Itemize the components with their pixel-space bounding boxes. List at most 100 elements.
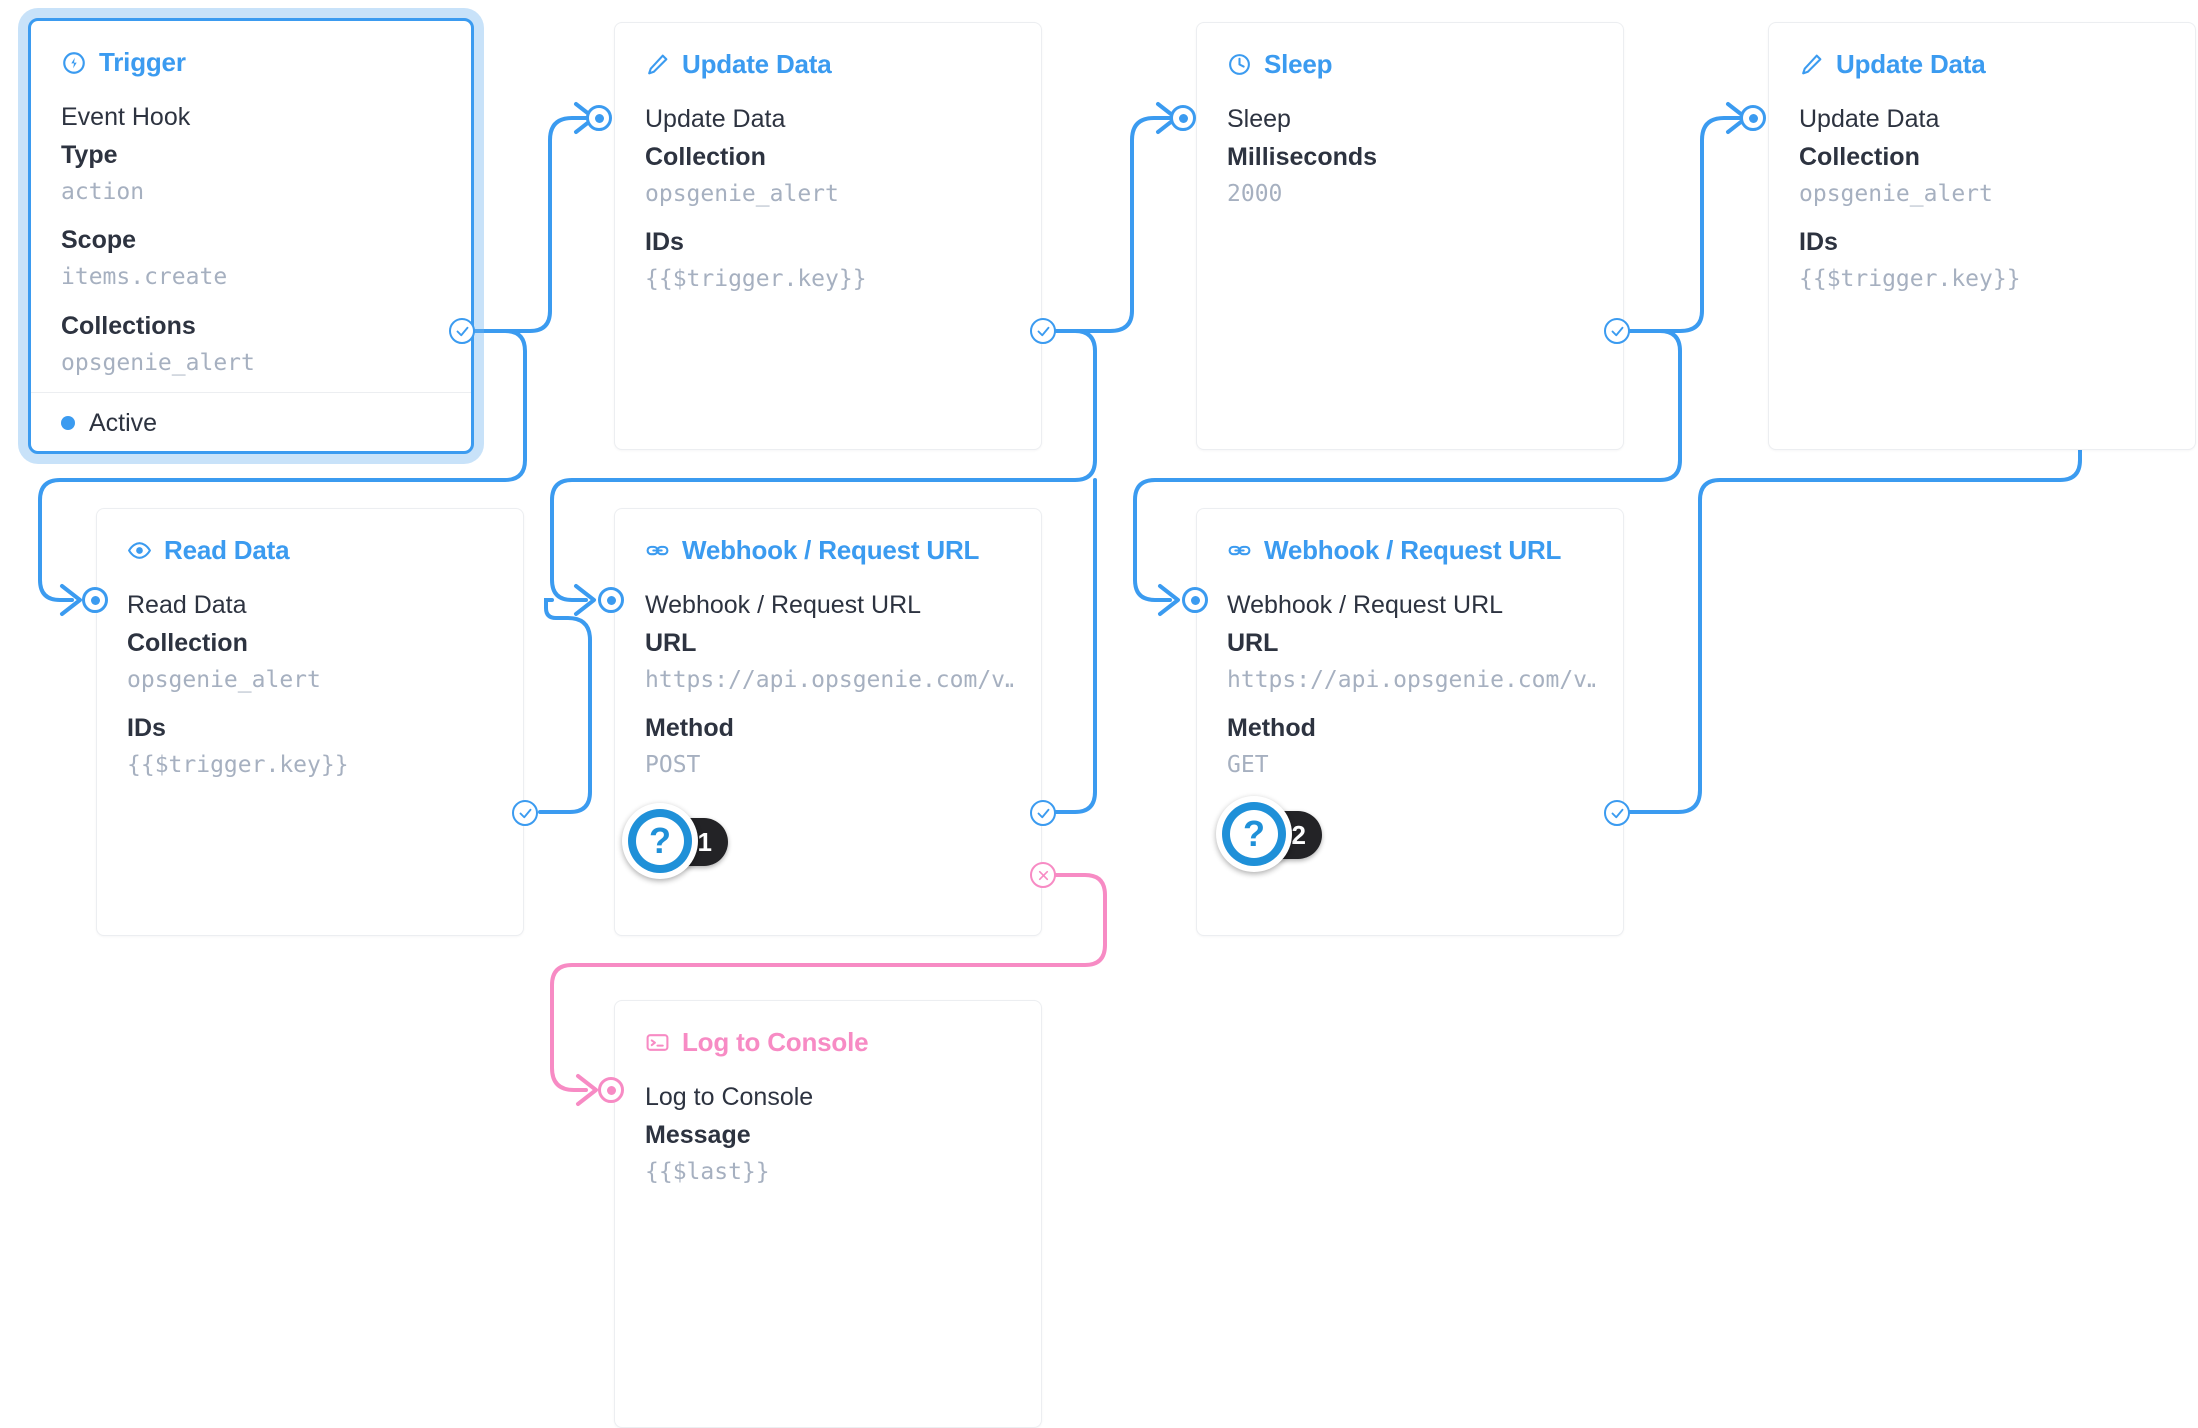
node-subtitle: Webhook / Request URL	[645, 591, 922, 619]
field-value-collection: opsgenie_alert	[1799, 182, 1993, 207]
node-header: Sleep	[1227, 49, 1595, 80]
node-subtitle: Log to Console	[645, 1083, 814, 1111]
node-header: Webhook / Request URL	[645, 535, 1013, 566]
node-title: Log to Console	[682, 1027, 869, 1057]
node-subtitle: Read Data	[127, 591, 247, 619]
field-label-url: URL	[645, 629, 697, 657]
field-label-milliseconds: Milliseconds	[1227, 143, 1378, 171]
field-label-collections: Collections	[61, 311, 196, 340]
field-value-ids: {{$trigger.key}}	[1799, 267, 2021, 293]
node-title: Update Data	[682, 49, 832, 79]
field-label-type: Type	[61, 141, 118, 169]
node-subtitle: Update Data	[1799, 105, 1940, 133]
eye-icon	[127, 538, 152, 563]
node-subtitle: Webhook / Request URL	[1227, 591, 1504, 619]
node-title: Sleep	[1264, 49, 1333, 79]
field-label-collection: Collection	[127, 629, 248, 657]
help-badge-symbol: ?	[1230, 810, 1278, 858]
node-title: Webhook / Request URL	[1264, 535, 1562, 565]
port-in-sleep[interactable]	[1170, 105, 1196, 131]
port-in-webhook-2[interactable]	[1182, 587, 1208, 613]
field-label-ids: IDs	[127, 714, 166, 743]
field-value-ids: {{$trigger.key}}	[127, 753, 349, 779]
port-reject-webhook-1[interactable]	[1030, 862, 1056, 888]
node-subtitle: Sleep	[1227, 105, 1291, 133]
field-label-url: URL	[1227, 629, 1279, 657]
node-header: Webhook / Request URL	[1227, 535, 1595, 566]
field-value-collections: opsgenie_alert	[61, 350, 255, 376]
field-label-collection: Collection	[645, 143, 766, 171]
node-read-data[interactable]: Read Data Read Data Collection opsgenie_…	[96, 508, 524, 936]
help-badge-2[interactable]: 2 ?	[1216, 796, 1322, 872]
field-value-method: POST	[645, 753, 701, 779]
port-in-update-data-1[interactable]	[586, 105, 612, 131]
field-value-scope: items.create	[61, 265, 228, 291]
node-log-to-console[interactable]: Log to Console Log to Console Message {{…	[614, 1000, 1042, 1428]
field-value-message: {{$last}}	[645, 1160, 770, 1185]
node-update-data-2[interactable]: Update Data Update Data Collection opsge…	[1768, 22, 2196, 450]
node-webhook-2[interactable]: Webhook / Request URL Webhook / Request …	[1196, 508, 1624, 936]
field-label-collection: Collection	[1799, 143, 1920, 171]
port-resolve-trigger[interactable]	[449, 318, 475, 344]
lightning-circle-icon	[61, 50, 87, 76]
arrowhead-webhook1-in	[574, 584, 596, 616]
node-subtitle: Event Hook	[61, 103, 191, 131]
help-badge-count: 1	[697, 826, 712, 857]
port-resolve-webhook-1[interactable]	[1030, 800, 1056, 826]
arrowhead-readdata-in	[60, 584, 82, 616]
wire-trigger-to-update1	[473, 116, 588, 333]
node-title: Read Data	[164, 535, 290, 565]
port-in-webhook-1[interactable]	[598, 587, 624, 613]
port-resolve-read-data[interactable]	[512, 800, 538, 826]
field-label-ids: IDs	[645, 228, 684, 257]
port-in-log-to-console[interactable]	[598, 1077, 624, 1103]
field-value-milliseconds: 2000	[1227, 182, 1283, 207]
field-label-method: Method	[645, 714, 734, 743]
node-sleep[interactable]: Sleep Sleep Milliseconds 2000	[1196, 22, 1624, 450]
trigger-status-row: Active	[31, 391, 471, 456]
help-badge-count: 2	[1291, 819, 1306, 850]
field-label-ids: IDs	[1799, 228, 1838, 257]
node-subtitle: Update Data	[645, 105, 786, 133]
node-update-data-1[interactable]: Update Data Update Data Collection opsge…	[614, 22, 1042, 450]
wire-update1-to-sleep	[1041, 116, 1172, 333]
field-value-ids: {{$trigger.key}}	[645, 267, 867, 293]
port-resolve-webhook-2[interactable]	[1604, 800, 1630, 826]
node-header: Trigger	[61, 47, 443, 78]
node-header: Update Data	[1799, 49, 2167, 80]
field-value-url: https://api.opsgenie.com/v…	[1227, 668, 1595, 693]
field-value-method: GET	[1227, 753, 1269, 779]
node-title: Trigger	[99, 47, 186, 77]
port-in-update-data-2[interactable]	[1740, 105, 1766, 131]
pencil-icon	[1799, 52, 1824, 77]
field-value-url: https://api.opsgenie.com/v…	[645, 668, 1013, 693]
node-header: Read Data	[127, 535, 495, 566]
wire-readdata-to-webhook1	[538, 597, 592, 814]
arrowhead-log-in	[576, 1074, 598, 1106]
node-header: Log to Console	[645, 1027, 1013, 1058]
help-question-icon[interactable]: ?	[622, 803, 698, 879]
help-question-icon[interactable]: ?	[1216, 796, 1292, 872]
wire-sleep-to-update2	[1615, 116, 1742, 333]
port-resolve-sleep[interactable]	[1604, 318, 1630, 344]
pencil-icon	[645, 52, 670, 77]
link-icon	[1227, 538, 1252, 563]
clock-icon	[1227, 52, 1252, 77]
port-in-read-data[interactable]	[82, 587, 108, 613]
field-value-type: action	[61, 180, 145, 205]
arrowhead-webhook2-in	[1158, 584, 1180, 616]
status-badge: Active	[89, 408, 158, 437]
help-badge-symbol: ?	[636, 817, 684, 865]
field-value-collection: opsgenie_alert	[645, 182, 839, 207]
terminal-icon	[645, 1030, 670, 1055]
node-trigger[interactable]: Trigger Event Hook Type action Scope ite…	[28, 18, 474, 454]
port-resolve-update-data-1[interactable]	[1030, 318, 1056, 344]
help-badge-1[interactable]: 1 ?	[622, 803, 728, 879]
link-icon	[645, 538, 670, 563]
field-value-collection: opsgenie_alert	[127, 668, 321, 693]
field-label-message: Message	[645, 1121, 751, 1149]
field-label-scope: Scope	[61, 226, 137, 255]
node-header: Update Data	[645, 49, 1013, 80]
status-dot-icon	[61, 416, 75, 431]
